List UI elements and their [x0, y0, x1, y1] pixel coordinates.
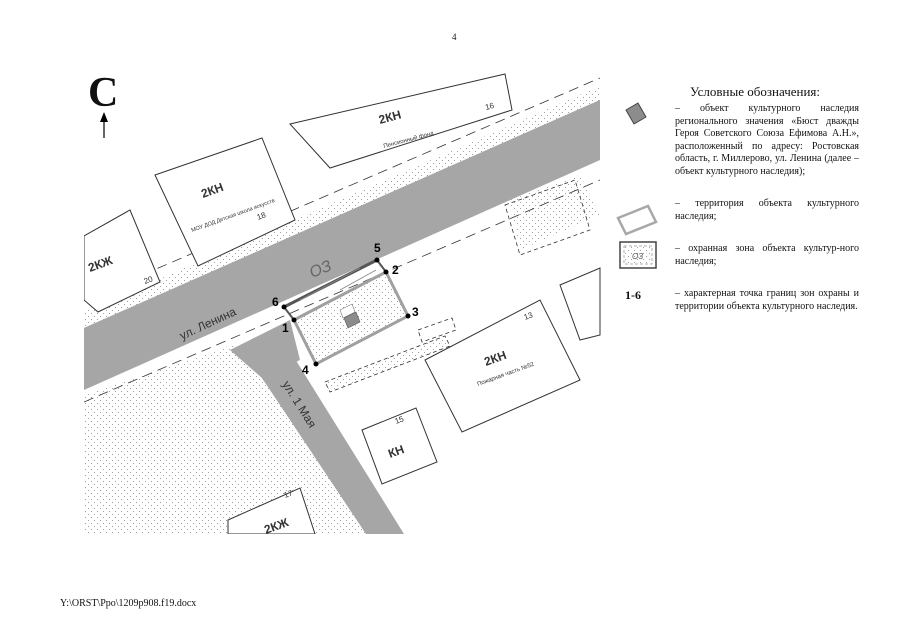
point-marker-3: [405, 313, 411, 319]
block-2kh-18: [154, 137, 296, 267]
block-2kzh-17: [227, 487, 316, 534]
north-arrow-head: [100, 112, 108, 122]
dashed-rect: [324, 335, 451, 393]
block-2kh-13: [424, 299, 581, 433]
footer-file-path: Y:\ORST\Ppo\1209p908.f19.docx: [60, 598, 197, 609]
monument-base: [339, 303, 356, 319]
legend-title: Условные обозначения:: [690, 84, 821, 99]
point-label-5: 5: [374, 241, 381, 255]
point-label-1: 1: [282, 321, 289, 335]
block-number-label: 17: [283, 488, 295, 500]
green-area-east: [510, 175, 600, 250]
legend-item-monument: – объект культурного наследия региональн…: [675, 103, 859, 177]
legend-points-symbol: 1-6: [625, 288, 641, 302]
legend-item-territory: – территория объекта культурного наследи…: [675, 198, 859, 222]
point-label-2: 2: [392, 263, 399, 277]
block-number-label: 13: [523, 310, 535, 322]
zone-boundary-6-1: [283, 306, 295, 321]
legend-item-points: – характерная точка границ зон охраны и …: [675, 288, 859, 312]
legend-zone-symbol-label: ОЗ: [632, 252, 643, 261]
dashed-rect: [417, 317, 457, 343]
dashed-rect: [504, 179, 591, 256]
street-lenina-fill: [84, 100, 600, 390]
block-number-label: 15: [394, 414, 406, 426]
point-marker-5: [374, 257, 380, 263]
point-marker-6: [281, 304, 287, 310]
legend-zone-icon-inner: [623, 245, 653, 265]
green-area-southwest: [84, 345, 400, 534]
page-number: 4: [452, 32, 457, 42]
point-label-3: 3: [412, 305, 419, 319]
legend-territory-icon: [616, 204, 658, 236]
point-label-6: 6: [272, 295, 279, 309]
point-label-4: 4: [302, 363, 309, 377]
block-2kzh-20: [84, 209, 161, 313]
block-kn-15: [361, 407, 438, 485]
block-east: [559, 267, 601, 341]
monument-marker: [343, 311, 361, 329]
hatch: [339, 269, 377, 291]
block-zone-label: КН: [386, 442, 406, 461]
block-2kh-16: [289, 73, 513, 169]
block-number-label: 16: [484, 101, 495, 112]
dashed-line: [84, 179, 601, 403]
point-marker-2: [383, 269, 389, 275]
street-1-maya-corner: [230, 320, 300, 378]
block-zone-label: 2КН: [377, 108, 403, 127]
block-number-label: 20: [143, 274, 155, 286]
north-letter: С: [88, 70, 119, 116]
point-marker-4: [313, 361, 319, 367]
legend-monument-icon: [625, 102, 647, 125]
dashed-line: [84, 77, 601, 301]
block-number-label: 18: [256, 210, 268, 222]
legend-item-zone: – охранная зона объекта культур-ного нас…: [675, 243, 859, 267]
point-marker-1: [291, 317, 297, 323]
hatch: [299, 267, 361, 301]
street-1-maya: [249, 334, 404, 534]
